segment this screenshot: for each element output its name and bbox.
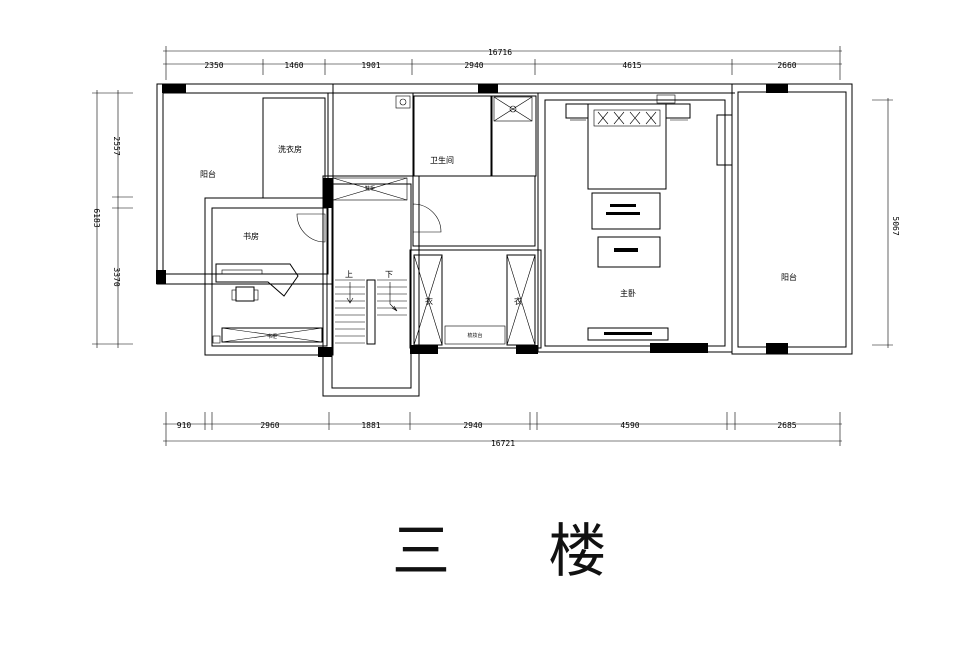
balcony-right-label: 阳台 — [781, 272, 797, 282]
wardrobe-left-label: 衣 — [425, 296, 433, 306]
left-upper-dimension: 2557 — [112, 136, 121, 155]
top-dimension-2: 1460 — [284, 61, 303, 70]
top-dimension-6: 2660 — [777, 61, 796, 70]
bottom-dimension-3: 1881 — [361, 421, 380, 430]
right-dimension-chain: 5067 — [872, 98, 900, 348]
top-dimension-4: 2940 — [464, 61, 483, 70]
bottom-dimension-6: 2685 — [777, 421, 796, 430]
stair-up-label: 上 — [345, 270, 353, 279]
wardrobe-units: 衣 衣 梳妆台 — [413, 254, 536, 346]
bottom-dimension-2: 2960 — [260, 421, 279, 430]
master-bedroom-furniture: 主卧 — [565, 94, 691, 341]
shoe-cabinet-label: 鞋柜 — [365, 185, 375, 192]
bathroom-label: 卫生间 — [430, 155, 454, 165]
bottom-total-dimension: 16721 — [491, 439, 515, 448]
left-total-dimension: 6183 — [92, 208, 101, 227]
structural-columns — [156, 84, 788, 357]
dresser-label: 梳妆台 — [467, 332, 482, 339]
door-swings — [296, 203, 442, 243]
top-total-dimension: 16716 — [488, 48, 512, 57]
right-dimension: 5067 — [891, 216, 900, 235]
left-lower-dimension: 3370 — [112, 267, 121, 286]
study-furniture: 书柜 — [212, 263, 323, 344]
bottom-dimension-chain: 910 2960 1881 2940 4590 2685 16721 — [163, 412, 842, 448]
bathroom-fixtures — [395, 95, 533, 122]
top-dimension-chain: 16716 2350 1460 1901 2940 4615 2660 — [163, 46, 842, 80]
stair-down-label: 下 — [385, 270, 393, 279]
master-bedroom-label: 主卧 — [620, 288, 636, 298]
top-dimension-5: 4615 — [622, 61, 641, 70]
bottom-dimension-5: 4590 — [620, 421, 639, 430]
top-dimension-1: 2350 — [204, 61, 223, 70]
bottom-dimension-1: 910 — [177, 421, 192, 430]
room-labels: 阳台 洗衣房 卫生间 书房 阳台 — [200, 144, 797, 282]
bookcase-label: 书柜 — [267, 333, 277, 340]
staircase: 上 下 鞋柜 — [332, 177, 408, 345]
study-label: 书房 — [243, 231, 259, 241]
wardrobe-right-label: 衣 — [514, 296, 522, 306]
top-dimension-3: 1901 — [361, 61, 380, 70]
left-dimension-chain: 6183 2557 3370 — [92, 90, 133, 348]
laundry-label: 洗衣房 — [278, 144, 302, 154]
floor-title: 三 楼 — [392, 517, 646, 585]
bottom-dimension-4: 2940 — [463, 421, 482, 430]
walls — [156, 83, 853, 397]
balcony-left-label: 阳台 — [200, 169, 216, 179]
